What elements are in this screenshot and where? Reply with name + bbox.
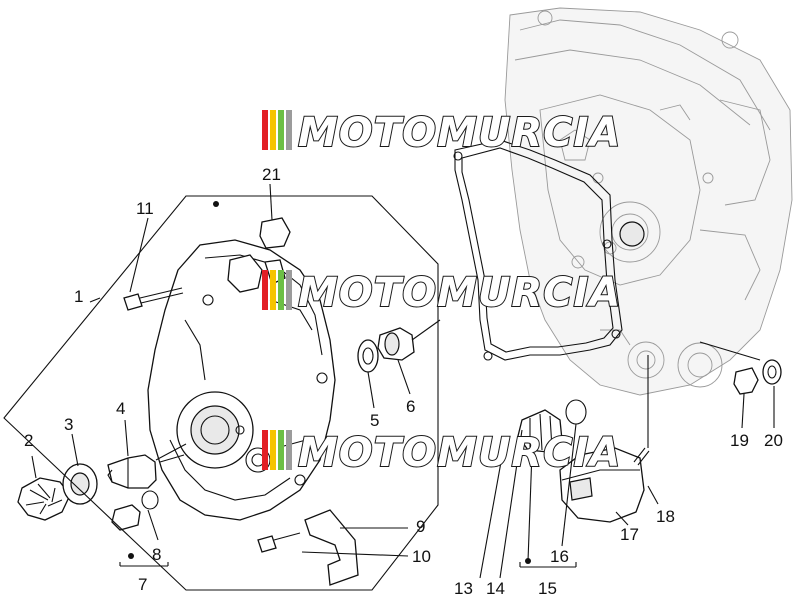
- oil-filter: [559, 447, 645, 523]
- callout-5: 5: [370, 411, 379, 430]
- watermark-stripe: [278, 430, 284, 470]
- watermark-stripe: [262, 270, 268, 310]
- callout-13: 13: [454, 579, 473, 598]
- plug: [111, 504, 141, 531]
- water-pump-shaft: [107, 454, 157, 489]
- callout-1: 1: [74, 287, 83, 306]
- seal-3: [62, 463, 98, 505]
- bracket: [304, 509, 359, 586]
- bolt-11: [123, 287, 184, 311]
- watermark-stripe: [278, 270, 284, 310]
- o-ring-16: [565, 399, 587, 425]
- stud: [633, 447, 650, 466]
- callout-8: 8: [152, 545, 161, 564]
- watermark-middle: MOTOMURCIA: [262, 269, 621, 317]
- watermark-stripe: [270, 110, 276, 150]
- seal-6: [377, 327, 415, 361]
- callout-21: 21: [262, 165, 281, 184]
- clip-21: [259, 217, 291, 249]
- callout-11: 11: [136, 199, 154, 218]
- callout-20: 20: [764, 431, 783, 450]
- callout-4: 4: [116, 399, 125, 418]
- watermark-bottom: MOTOMURCIA: [262, 429, 621, 477]
- callout-9: 9: [416, 517, 425, 536]
- watermark-text: MOTOMURCIA: [298, 270, 621, 316]
- watermark-stripe: [262, 430, 268, 470]
- callouts: 1 2 3 4 5 6 7 8 9 10 11 13 14 15 16 17 1…: [24, 165, 783, 598]
- callout-18: 18: [656, 507, 675, 526]
- watermark-stripe: [262, 110, 268, 150]
- screw-10: [257, 532, 301, 553]
- gasket: [453, 139, 623, 361]
- watermark-stripe: [270, 270, 276, 310]
- watermark-top: MOTOMURCIA: [262, 109, 621, 157]
- reference-dot: [213, 201, 219, 207]
- reference-dot: [128, 553, 134, 559]
- bearing-5: [357, 339, 379, 373]
- impeller: [17, 477, 71, 521]
- watermark-stripe: [286, 270, 292, 310]
- callout-15: 15: [538, 579, 557, 598]
- strainer: [517, 409, 563, 453]
- watermark-text: MOTOMURCIA: [298, 110, 621, 156]
- callout-19: 19: [730, 431, 749, 450]
- callout-6: 6: [406, 397, 415, 416]
- o-ring-8: [141, 490, 159, 510]
- engine-crankcase: [504, 7, 793, 396]
- watermark-stripe: [270, 430, 276, 470]
- drain-plug-19: [733, 367, 759, 395]
- callout-7: 7: [138, 575, 147, 594]
- callout-14: 14: [486, 579, 505, 598]
- watermark-stripe: [286, 110, 292, 150]
- callout-2: 2: [24, 431, 33, 450]
- callout-17: 17: [620, 525, 639, 544]
- watermark-text: MOTOMURCIA: [298, 430, 621, 476]
- callout-16: 16: [550, 547, 569, 566]
- callout-3: 3: [64, 415, 73, 434]
- callout-10: 10: [412, 547, 431, 566]
- washer-20: [762, 359, 782, 385]
- watermark-stripe: [278, 110, 284, 150]
- watermark-stripe: [286, 430, 292, 470]
- leader-lines: [31, 183, 775, 579]
- assembly-frame: [3, 195, 531, 591]
